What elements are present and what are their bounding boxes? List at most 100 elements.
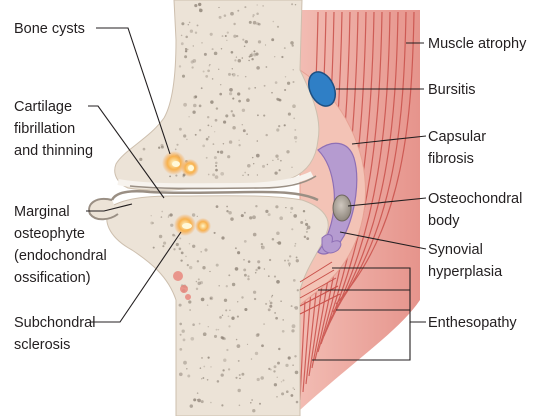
speckle	[271, 296, 272, 297]
speckle	[212, 48, 214, 50]
speckle	[204, 53, 207, 56]
speckle	[266, 66, 268, 68]
speckle	[293, 279, 296, 282]
speckle	[185, 48, 187, 50]
speckle	[251, 52, 252, 53]
speckle	[197, 282, 200, 285]
speckle	[281, 392, 284, 395]
speckle	[246, 98, 250, 102]
speckle	[223, 121, 226, 124]
label-synovial-hyperplasia: Synovial hyperplasia	[428, 242, 503, 280]
speckle	[292, 387, 294, 389]
speckle	[197, 399, 201, 403]
speckle	[238, 144, 240, 146]
speckle	[199, 105, 202, 108]
speckle	[214, 335, 217, 338]
speckle	[278, 241, 282, 245]
speckle	[268, 213, 271, 216]
speckle	[291, 3, 293, 5]
speckle	[236, 339, 238, 341]
speckle	[161, 216, 163, 218]
speckle	[294, 389, 295, 390]
speckle	[239, 405, 241, 407]
speckle	[303, 210, 305, 212]
speckle	[226, 40, 227, 41]
speckle	[280, 300, 281, 301]
speckle	[257, 260, 260, 263]
speckle	[190, 337, 194, 341]
speckle	[169, 175, 171, 177]
speckle	[243, 268, 246, 271]
speckle	[279, 216, 283, 220]
speckle	[180, 259, 182, 261]
speckle	[237, 389, 240, 392]
speckle	[217, 380, 220, 383]
speckle	[257, 378, 260, 381]
speckle	[193, 45, 194, 46]
speckle	[201, 298, 205, 302]
speckle	[228, 315, 230, 317]
speckle	[181, 42, 184, 45]
speckle	[209, 65, 210, 66]
speckle	[296, 401, 299, 404]
speckle	[163, 242, 166, 245]
speckle	[256, 66, 260, 70]
speckle	[204, 248, 207, 251]
speckle	[219, 93, 222, 96]
speckle	[272, 160, 273, 161]
speckle	[245, 40, 248, 43]
label-bursitis: Bursitis	[428, 82, 476, 98]
speckle	[210, 366, 211, 367]
speckle	[208, 174, 210, 176]
speckle	[256, 154, 260, 158]
speckle	[235, 247, 237, 249]
speckle	[208, 357, 210, 359]
speckle	[294, 245, 295, 246]
speckle	[261, 246, 262, 247]
label-osteochondral-line2: body	[428, 213, 460, 229]
speckle	[268, 308, 271, 311]
speckle	[246, 133, 248, 135]
speckle	[214, 156, 217, 159]
speckle	[263, 115, 265, 117]
speckle	[173, 248, 175, 250]
speckle	[191, 66, 193, 68]
speckle	[153, 247, 155, 249]
speckle	[229, 88, 233, 92]
speckle	[247, 344, 248, 345]
speckle	[184, 55, 187, 58]
speckle	[179, 248, 182, 251]
speckle	[238, 360, 240, 362]
speckle	[194, 95, 197, 98]
speckle	[175, 149, 177, 151]
speckle	[221, 236, 224, 239]
speckle	[257, 333, 260, 336]
osteochondral-body	[333, 195, 351, 221]
speckle	[176, 144, 178, 146]
speckle	[214, 131, 215, 132]
speckle	[265, 303, 267, 305]
speckle	[292, 364, 294, 366]
speckle	[161, 144, 164, 147]
speckle	[181, 35, 183, 37]
speckle	[238, 100, 241, 103]
speckle	[231, 51, 234, 54]
speckle	[291, 305, 293, 307]
label-osteophyte-line2: osteophyte	[14, 226, 85, 242]
speckle	[226, 210, 228, 212]
speckle	[194, 4, 197, 7]
speckle	[277, 362, 280, 365]
speckle	[223, 143, 224, 144]
speckle	[256, 13, 259, 16]
speckle	[249, 216, 252, 219]
speckle	[174, 235, 175, 236]
speckle	[159, 235, 162, 238]
speckle	[306, 231, 308, 233]
speckle	[294, 136, 297, 139]
speckle	[197, 392, 199, 394]
speckle	[263, 323, 265, 325]
label-bone-cysts: Bone cysts	[14, 21, 85, 37]
speckle	[293, 214, 297, 218]
speckle	[203, 70, 205, 72]
speckle	[264, 268, 265, 269]
